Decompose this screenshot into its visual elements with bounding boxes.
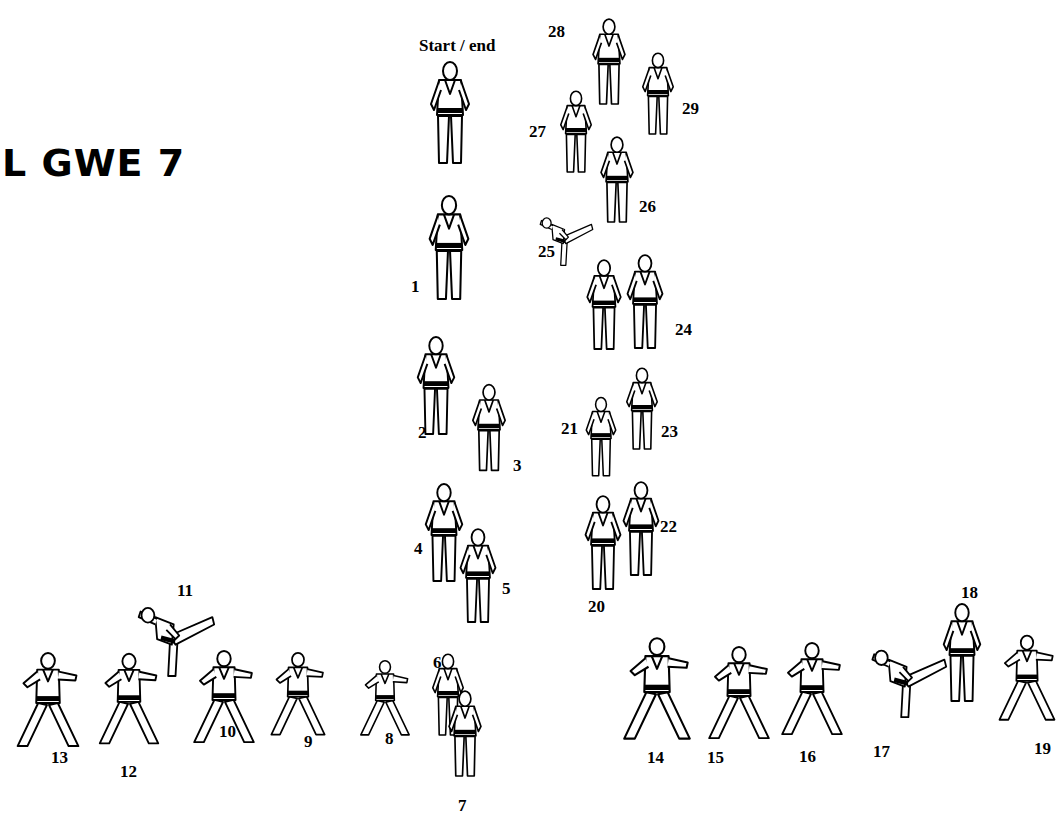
callout-number: 3 xyxy=(513,457,522,474)
form-title: L GWE 7 xyxy=(2,144,185,182)
callout-number: 23 xyxy=(661,423,678,440)
callout-number: 12 xyxy=(120,763,137,780)
callout-number: 22 xyxy=(660,518,677,535)
start-end-label: Start / end xyxy=(419,37,496,54)
callout-number: 1 xyxy=(411,278,420,295)
callout-number: 28 xyxy=(548,23,565,40)
callout-number: 14 xyxy=(647,749,664,766)
callout-number: 19 xyxy=(1034,740,1051,757)
figure xyxy=(18,19,1055,776)
callout-number: 9 xyxy=(304,733,313,750)
callout-number: 8 xyxy=(385,730,394,747)
callout-number: 17 xyxy=(873,743,890,760)
callout-number: 13 xyxy=(51,749,68,766)
callout-number: 11 xyxy=(177,582,193,599)
callout-number: 16 xyxy=(799,748,816,765)
callout-number: 27 xyxy=(529,123,546,140)
callout-number: 2 xyxy=(418,424,427,441)
callout-number: 15 xyxy=(707,749,724,766)
callout-number: 25 xyxy=(538,243,555,260)
callout-number: 26 xyxy=(639,198,656,215)
callout-number: 20 xyxy=(588,598,605,615)
callout-number: 5 xyxy=(502,580,511,597)
callout-number: 18 xyxy=(961,584,978,601)
callout-number: 21 xyxy=(561,420,578,437)
callout-number: 4 xyxy=(414,540,423,557)
callout-number: 29 xyxy=(682,100,699,117)
callout-number: 6 xyxy=(433,654,442,671)
callout-number: 7 xyxy=(458,797,467,814)
callout-number: 10 xyxy=(219,723,236,740)
callout-number: 24 xyxy=(675,321,692,338)
